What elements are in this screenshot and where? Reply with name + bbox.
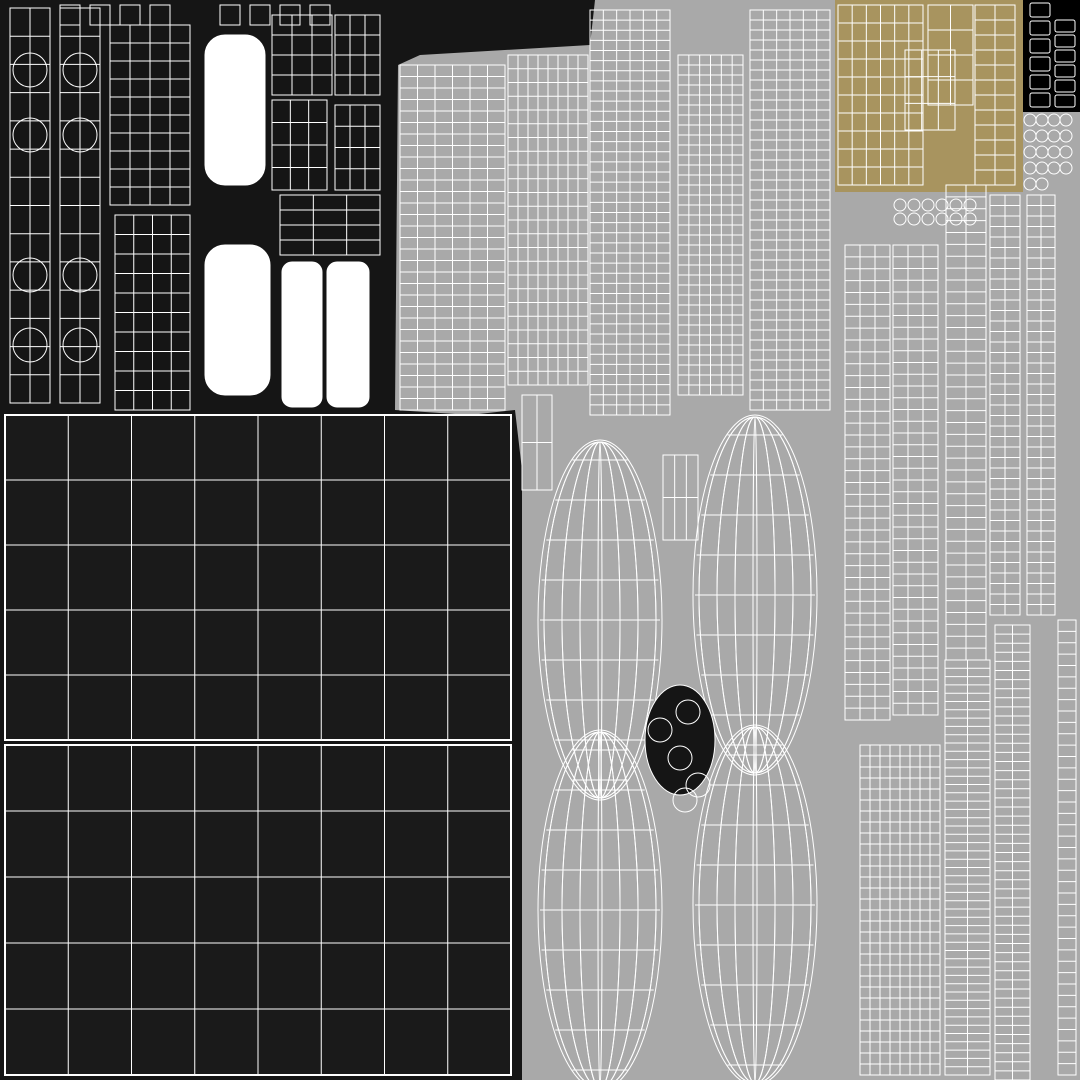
tiny-piece: [249, 4, 271, 26]
black-box-piece: [1054, 49, 1076, 63]
white-piece: [281, 261, 323, 408]
tiny-circle-piece: [1059, 129, 1073, 143]
tiny-circle-piece: [907, 212, 921, 226]
tiny-circle-piece: [949, 212, 963, 226]
tiny-circle-piece: [893, 198, 907, 212]
ellipse-piece: [692, 724, 818, 1080]
black-box-piece: [1054, 19, 1076, 33]
round-piece: [12, 327, 48, 363]
tiny-circle-piece: [921, 212, 935, 226]
round-piece: [62, 117, 98, 153]
tiny-circle-piece: [949, 198, 963, 212]
black-box-piece: [1029, 38, 1051, 54]
white-piece: [204, 34, 266, 186]
round-piece: [62, 257, 98, 293]
dark-spot: [644, 684, 716, 796]
ellipse-piece: [692, 414, 818, 776]
ellipse-piece: [537, 439, 663, 801]
circle-piece: [672, 787, 698, 813]
black-box-piece: [1054, 94, 1076, 108]
black-box-piece: [1029, 20, 1051, 36]
tiny-circle-piece: [935, 212, 949, 226]
ellipse-piece: [537, 729, 663, 1080]
white-piece: [204, 244, 271, 396]
tiny-piece: [119, 4, 141, 26]
tiny-circle-piece: [1059, 161, 1073, 175]
tiny-circle-piece: [963, 212, 977, 226]
gold-piece: [904, 49, 956, 131]
tiny-piece: [89, 4, 111, 26]
tiny-circle-piece: [1059, 113, 1073, 127]
black-box-piece: [1054, 34, 1076, 48]
black-box-piece: [1054, 64, 1076, 78]
round-piece: [12, 52, 48, 88]
circle-piece: [675, 699, 701, 725]
round-piece: [12, 117, 48, 153]
tiny-piece: [149, 4, 171, 26]
tiny-piece: [309, 4, 331, 26]
gray-uv-region: [395, 0, 1080, 1080]
round-piece: [62, 327, 98, 363]
tiny-circle-piece: [893, 212, 907, 226]
tiny-circle-piece: [963, 198, 977, 212]
tiny-piece: [279, 4, 301, 26]
circle-piece: [667, 745, 693, 771]
black-box-piece: [1054, 79, 1076, 93]
round-piece: [62, 52, 98, 88]
black-box-piece: [1029, 74, 1051, 90]
tiny-piece: [59, 4, 81, 26]
tiny-circle-piece: [907, 198, 921, 212]
circle-piece: [647, 717, 673, 743]
white-piece: [326, 261, 370, 408]
round-piece: [12, 257, 48, 293]
black-box-piece: [1029, 56, 1051, 72]
black-box-piece: [1029, 92, 1051, 108]
circle-piece: [685, 772, 711, 798]
tiny-circle-piece: [935, 198, 949, 212]
tiny-piece: [219, 4, 241, 26]
tiny-circle-piece: [921, 198, 935, 212]
tiny-circle-piece: [1035, 177, 1049, 191]
tiny-circle-piece: [1059, 145, 1073, 159]
black-box-piece: [1029, 2, 1051, 18]
